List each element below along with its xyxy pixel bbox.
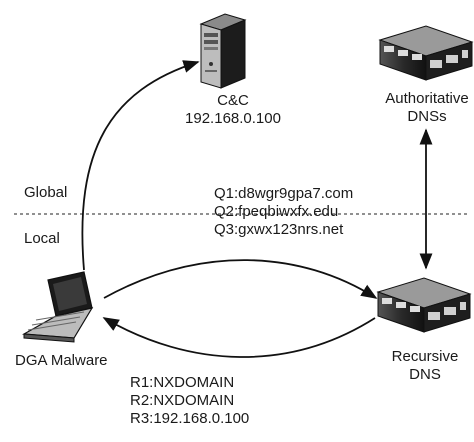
- query-list: Q1:d8wgr9gpa7.com Q2:fpeqbiwxfx.edu Q3:g…: [214, 185, 353, 239]
- query-1: Q1:d8wgr9gpa7.com: [214, 185, 354, 202]
- authoritative-dns-line2: DNSs: [407, 108, 447, 125]
- laptop-icon: [21, 271, 94, 343]
- arrow-responses-to-malware: [102, 317, 376, 358]
- query-2: Q2:fpeqbiwxfx.edu: [214, 203, 339, 220]
- response-2: R2:NXDOMAIN: [130, 392, 235, 409]
- zone-local-label: Local: [24, 230, 60, 247]
- cc-address: 192.168.0.100: [185, 110, 281, 127]
- cc-title: C&C: [217, 92, 249, 109]
- arrow-queries-to-recursive: [103, 259, 378, 299]
- arrow-malware-to-cc: [81, 60, 200, 271]
- recursive-dns-server-icon: [376, 277, 472, 333]
- malware-label: DGA Malware: [15, 352, 108, 369]
- authoritative-dns-server-icon: [378, 25, 474, 81]
- response-list: R1:NXDOMAIN R2:NXDOMAIN R3:192.168.0.100: [130, 374, 249, 428]
- response-1: R1:NXDOMAIN: [130, 374, 235, 391]
- authoritative-dns-line1: Authoritative: [385, 90, 469, 107]
- recursive-dns-line2: DNS: [409, 366, 441, 383]
- cc-label: C&C 192.168.0.100: [178, 92, 288, 128]
- authoritative-dns-label: Authoritative DNSs: [372, 90, 474, 126]
- recursive-dns-label: Recursive DNS: [378, 348, 472, 384]
- query-3: Q3:gxwx123nrs.net: [214, 221, 344, 238]
- recursive-dns-line1: Recursive: [391, 348, 459, 365]
- zone-global-label: Global: [24, 184, 68, 201]
- cc-server-icon: [199, 13, 247, 89]
- response-3: R3:192.168.0.100: [130, 410, 250, 427]
